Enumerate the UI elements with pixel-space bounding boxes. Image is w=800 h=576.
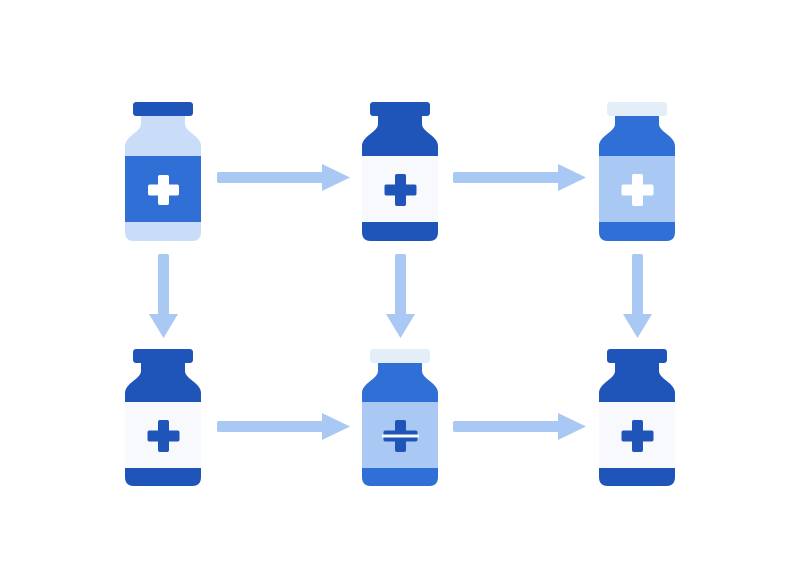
medicine-bottle-icon — [362, 102, 438, 241]
medicine-bottle-icon — [125, 102, 201, 241]
arrow-right — [453, 413, 586, 440]
plus-cross-icon — [382, 420, 419, 452]
arrow-right — [217, 413, 350, 440]
plus-cross-icon — [384, 174, 417, 206]
plus-cross-icon — [621, 420, 654, 452]
arrows-group — [149, 164, 652, 440]
plus-cross-icon — [147, 420, 180, 452]
medicine-bottle-icon — [599, 349, 675, 486]
plus-cross-icon — [148, 175, 179, 205]
arrow-down — [623, 254, 652, 338]
arrow-down — [149, 254, 178, 338]
arrow-down — [386, 254, 415, 338]
arrow-right — [453, 164, 586, 191]
arrow-right — [217, 164, 350, 191]
medicine-bottle-icon — [599, 102, 675, 241]
plus-cross-icon — [621, 174, 654, 206]
medicine-bottle-icon — [125, 349, 201, 486]
medicine-bottle-icon — [362, 349, 438, 486]
